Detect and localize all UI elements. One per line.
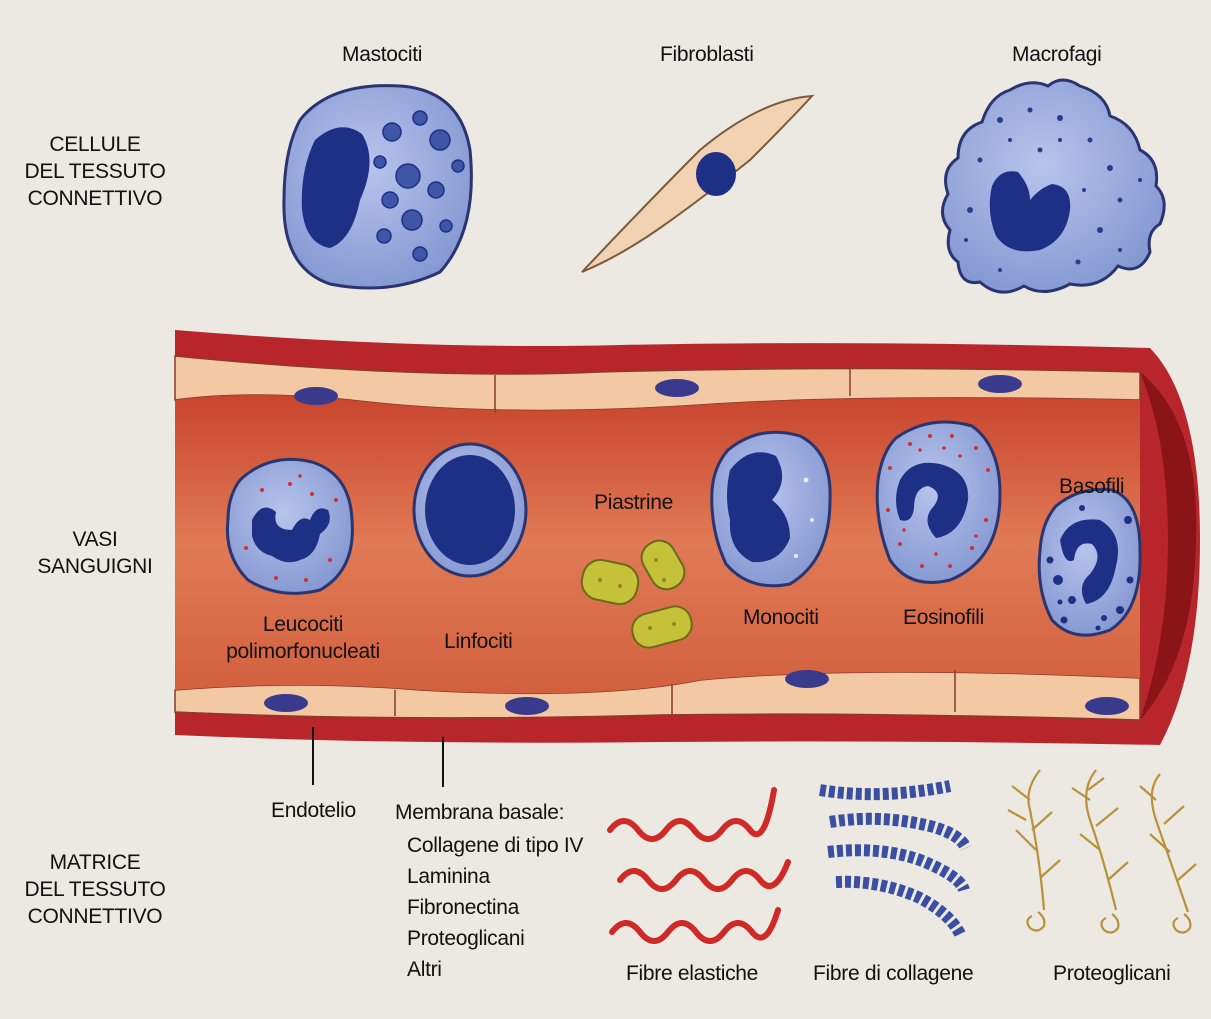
lymphocyte-label: Linfociti — [444, 628, 513, 655]
basement-item: Collagene di tipo IV — [407, 830, 583, 861]
basophil-label: Basofili — [1059, 473, 1124, 500]
basement-item: Proteoglicani — [407, 923, 583, 954]
monocyte — [712, 432, 830, 586]
elastic-fibers-label: Fibre elastiche — [626, 960, 758, 987]
pmn-leukocyte — [227, 459, 352, 593]
macrophage-label: Macrofagi — [1012, 41, 1102, 68]
proteoglycans-label: Proteoglicani — [1053, 960, 1171, 987]
section-vessels-line: SANGUIGNI — [20, 553, 170, 580]
lymphocyte-nucleus — [425, 455, 515, 565]
basement-membrane-list: Collagene di tipo IV Laminina Fibronecti… — [407, 830, 583, 985]
pmn-label-line: polimorfonucleati — [218, 638, 388, 665]
section-cells-line: CELLULE — [10, 131, 180, 158]
section-matrix-line: CONNETTIVO — [10, 903, 180, 930]
section-matrix-line: DEL TESSUTO — [10, 876, 180, 903]
elastic-fibers — [610, 790, 788, 941]
collagen-fibers — [820, 786, 966, 934]
pmn-label: Leucociti polimorfonucleati — [218, 611, 388, 665]
basement-item: Fibronectina — [407, 892, 583, 923]
lymphocyte — [414, 444, 526, 576]
monocyte-label: Monociti — [743, 604, 819, 631]
eosinophil — [877, 422, 1000, 583]
section-cells-line: CONNETTIVO — [10, 185, 180, 212]
fibroblast-nucleus — [696, 152, 736, 196]
basement-item: Altri — [407, 954, 583, 985]
macrophage-cell — [942, 80, 1164, 292]
mast-cell — [284, 86, 471, 288]
mast-cell-label: Mastociti — [342, 41, 422, 68]
section-matrix-line: MATRICE — [10, 849, 180, 876]
section-cells-line: DEL TESSUTO — [10, 158, 180, 185]
fibroblast-cell — [582, 96, 812, 272]
proteoglycan-fibers — [1008, 770, 1196, 933]
pmn-label-line: Leucociti — [218, 611, 388, 638]
fibroblast-label: Fibroblasti — [660, 41, 754, 68]
collagen-fibers-label: Fibre di collagene — [813, 960, 973, 987]
section-cells-label: CELLULE DEL TESSUTO CONNETTIVO — [10, 131, 180, 212]
basement-item: Laminina — [407, 861, 583, 892]
platelets-label: Piastrine — [594, 489, 673, 516]
section-vessels-label: VASI SANGUIGNI — [20, 526, 170, 580]
section-matrix-label: MATRICE DEL TESSUTO CONNETTIVO — [10, 849, 180, 930]
basophil — [1039, 489, 1140, 635]
endothelium-label: Endotelio — [271, 797, 356, 824]
basement-membrane-title: Membrana basale: — [395, 799, 564, 826]
section-vessels-line: VASI — [20, 526, 170, 553]
eosinophil-label: Eosinofili — [903, 604, 984, 631]
